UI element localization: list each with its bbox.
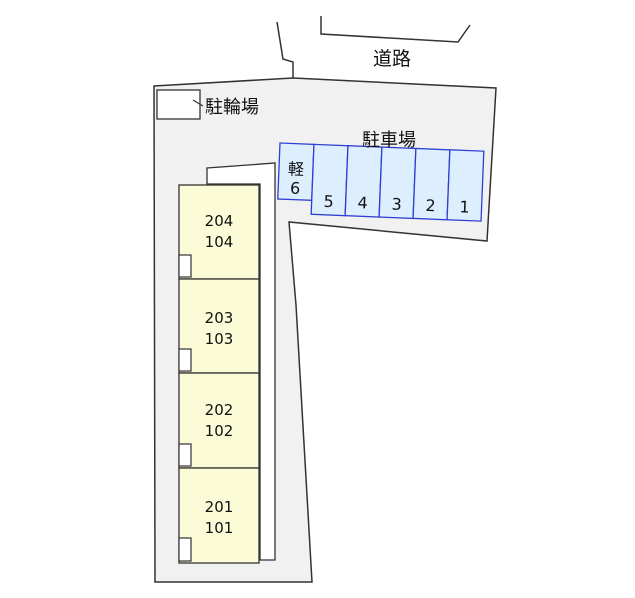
building-outline [206, 162, 276, 561]
unit-block-201-101: 201 101 [178, 467, 260, 564]
parking-space-label: 1 [459, 197, 470, 216]
unit-block-203-103: 203 103 [178, 278, 260, 374]
unit-block-204-104: 204 104 [178, 184, 260, 280]
unit-label-lower: 101 [205, 519, 234, 537]
unit-label-upper: 202 [205, 401, 234, 419]
unit-block-202-102: 202 102 [178, 372, 260, 469]
unit-box [178, 467, 260, 564]
parking-space-label: 5 [323, 192, 334, 211]
road-label: 道路 [373, 48, 411, 70]
unit-label-upper: 204 [205, 212, 234, 230]
parking-space-label: 4 [357, 193, 368, 212]
lot-entrance-edge [276, 21, 294, 78]
unit-label-lower: 102 [205, 422, 234, 440]
unit-box [178, 372, 260, 469]
unit-entrance [178, 348, 192, 372]
unit-entrance [178, 254, 192, 278]
unit-label-upper: 203 [205, 309, 234, 327]
bicycle-parking-leader-line [192, 99, 204, 107]
parking-space-label: 軽 [288, 159, 305, 179]
parking-space-label: 3 [391, 195, 402, 214]
parking-space-label: 2 [425, 196, 436, 215]
bicycle-parking-label: 駐輪場 [205, 97, 259, 118]
parking-label: 駐車場 [362, 130, 416, 151]
parking-space-label-number: 6 [290, 178, 301, 197]
unit-label-lower: 103 [205, 330, 234, 348]
road-edge [320, 16, 471, 43]
unit-label-upper: 201 [205, 498, 234, 516]
unit-label-lower: 104 [205, 233, 234, 251]
parking-strip: 軽 6 5 4 3 2 1 [277, 142, 485, 222]
unit-box [178, 184, 260, 280]
bicycle-parking-area [156, 89, 201, 120]
unit-entrance [178, 443, 192, 467]
parking-space-1 [446, 149, 485, 222]
unit-entrance [178, 537, 192, 562]
